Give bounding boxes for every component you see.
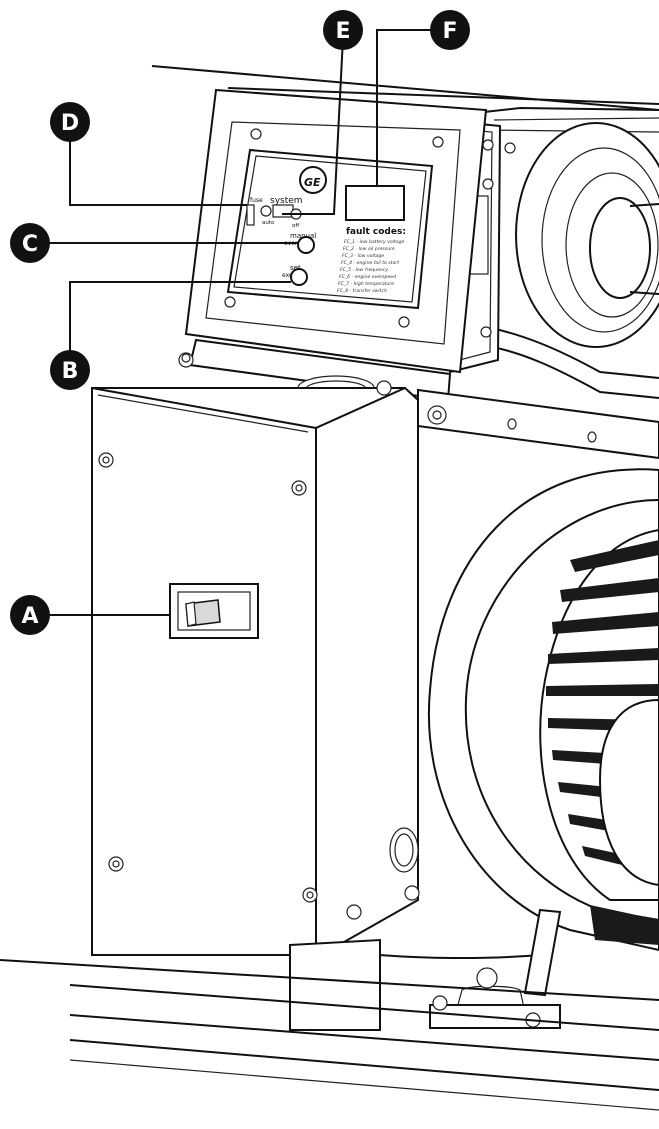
callout-f: F (376, 10, 470, 186)
callout-e: E (282, 10, 363, 215)
engine-cylinder (474, 122, 659, 399)
fault-code-item: FC_8 - transfer switch (337, 288, 387, 294)
fault-code-item: FC_7 - high temperature (338, 281, 394, 287)
callout-b: B (50, 281, 291, 390)
system-switch[interactable] (272, 204, 294, 218)
callout-c-label: C (22, 232, 38, 257)
fault-code-item: FC_1 - low battery voltage (344, 239, 405, 245)
callout-c: C (10, 223, 298, 263)
breaker-box (91, 352, 420, 957)
fault-code-item: FC_4 - engine fail to start (341, 260, 399, 266)
fault-codes-title: fault codes: (346, 227, 406, 237)
fault-code-item: FC_5 - low frequency (340, 267, 388, 273)
fuse-holder[interactable] (246, 204, 255, 226)
callout-f-label: F (442, 19, 457, 44)
off-label: off (292, 223, 299, 229)
fault-code-item: FC_6 - engine overspeed (339, 274, 396, 280)
callout-b-label: B (62, 359, 79, 384)
display-window (345, 185, 405, 221)
alternator-fan (427, 468, 659, 952)
auto-indicator-light (260, 205, 272, 217)
ge-logo-icon (299, 166, 327, 194)
callout-a: A (10, 595, 170, 635)
control-panel-face: GE fuse system auto off manual override … (246, 166, 406, 294)
manual-override-button[interactable] (297, 236, 315, 254)
callout-e-label: E (335, 19, 350, 44)
base-frame (0, 908, 659, 1111)
set-exercise-button[interactable] (290, 268, 308, 286)
control-panel-housing (184, 88, 488, 374)
system-label: system (270, 196, 303, 206)
auto-label: auto (262, 220, 275, 226)
fault-code-item: FC_3 - low voltage (342, 253, 384, 259)
callout-a-label: A (21, 604, 38, 629)
fault-code-item: FC_2 - low oil pressure (343, 246, 395, 252)
set-label: set (290, 264, 301, 272)
callout-d-label: D (61, 111, 79, 136)
callout-d: D (50, 102, 247, 206)
fuse-label: fuse (250, 197, 263, 204)
ge-logo-text: GE (304, 176, 321, 189)
manual-label: manual (290, 232, 316, 240)
